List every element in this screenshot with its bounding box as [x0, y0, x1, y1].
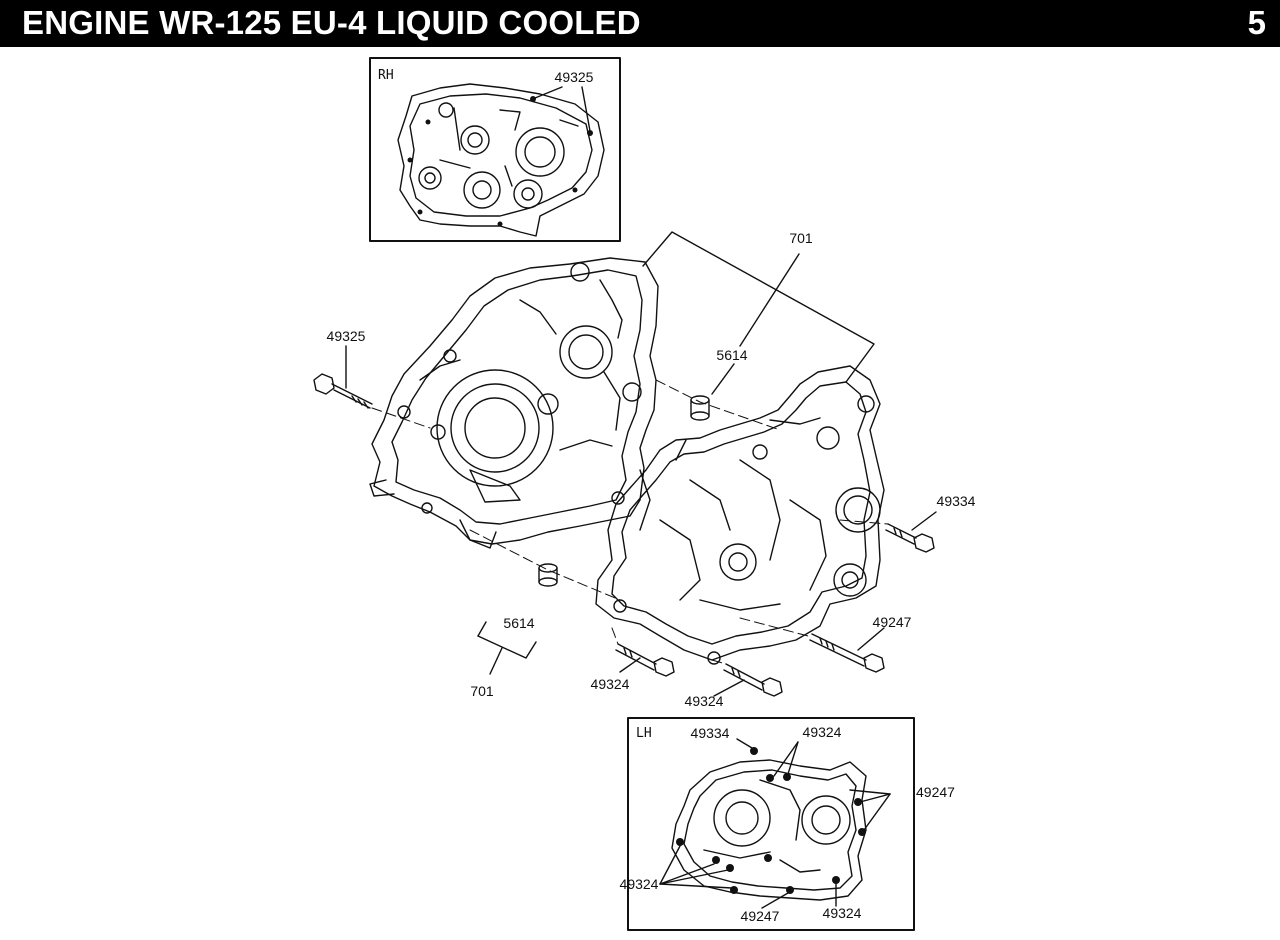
rh-inset-label: 49325 [555, 69, 594, 85]
callout-dowel-lower: 5614 [503, 615, 534, 631]
callout-bolt-49334: 49334 [937, 493, 976, 509]
lh-case-drawing [671, 759, 867, 901]
callout-bolt-49247: 49247 [873, 614, 912, 630]
lh-inset: LH [620, 717, 955, 931]
bolt-49324-b [723, 663, 783, 697]
assembly-bracket-upper [642, 231, 875, 383]
rh-inset-frame [369, 57, 621, 242]
lh-label-49334: 49334 [691, 725, 730, 741]
leader-lines [345, 345, 937, 697]
rh-leader-lines [534, 86, 591, 132]
callout-assembly-upper: 701 [789, 230, 813, 246]
lh-inset-frame [627, 717, 915, 931]
rh-bolt-markers [407, 96, 593, 227]
lh-label-49247-bottom: 49247 [741, 908, 780, 924]
page-header: ENGINE WR-125 EU-4 LIQUID COOLED 5 [0, 0, 1280, 47]
lh-label-49324-left: 49324 [620, 876, 659, 892]
assembly-bracket-lower [477, 621, 537, 675]
page-title: ENGINE WR-125 EU-4 LIQUID COOLED [22, 4, 641, 41]
lh-label-49324-top: 49324 [803, 724, 842, 740]
page-number: 5 [1247, 4, 1266, 41]
callout-bolt-49324-b: 49324 [685, 693, 724, 709]
rh-inset: RH 49325 [369, 57, 621, 242]
lh-inset-title: LH [636, 726, 652, 741]
callout-bolt-49325: 49325 [327, 328, 366, 344]
rh-inset-title: RH [378, 68, 394, 83]
callout-dowel-upper: 5614 [716, 347, 747, 363]
callout-assembly-lower: 701 [470, 683, 494, 699]
rh-crankcase-half [369, 257, 659, 549]
bolt-49334 [885, 523, 935, 553]
lh-label-49324-bottom: 49324 [823, 905, 862, 921]
callout-bolt-49324-a: 49324 [591, 676, 630, 692]
lh-leader-lines [659, 738, 891, 909]
bolt-49324-a [615, 643, 675, 677]
bolt-49247 [809, 633, 885, 673]
assembly-center-lines [371, 379, 889, 665]
dowel-lower [538, 563, 558, 587]
lh-label-49247-right: 49247 [916, 784, 955, 800]
bolt-49325 [313, 373, 373, 409]
dowel-upper [690, 395, 710, 421]
lh-crankcase-half [595, 365, 885, 665]
rh-case-drawing [397, 83, 605, 237]
